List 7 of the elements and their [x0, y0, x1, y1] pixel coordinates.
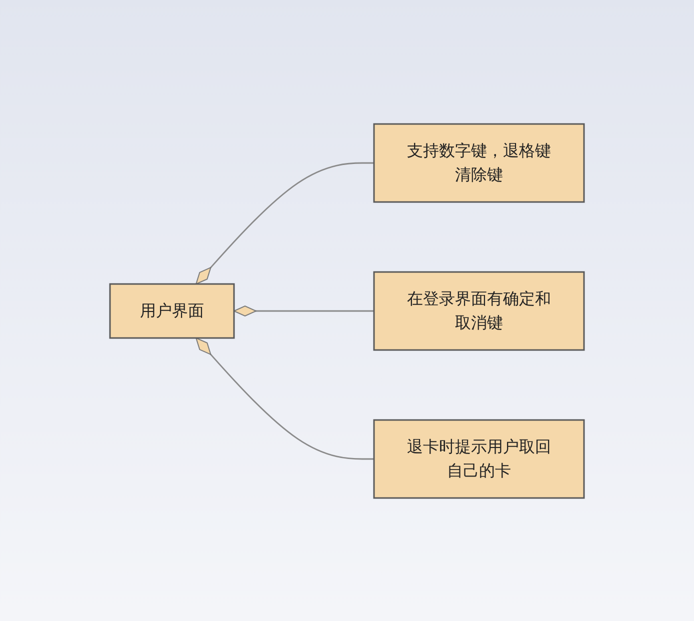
connector: [196, 337, 374, 460]
node-box: 支持数字键，退格键清除键: [373, 122, 585, 202]
connector: [234, 305, 374, 316]
node-box: 退卡时提示用户取回自己的卡: [373, 418, 585, 498]
node-box: 用户界面: [109, 282, 235, 338]
node-box: 在登录界面有确定和取消键: [373, 270, 585, 350]
connector: [196, 162, 374, 284]
